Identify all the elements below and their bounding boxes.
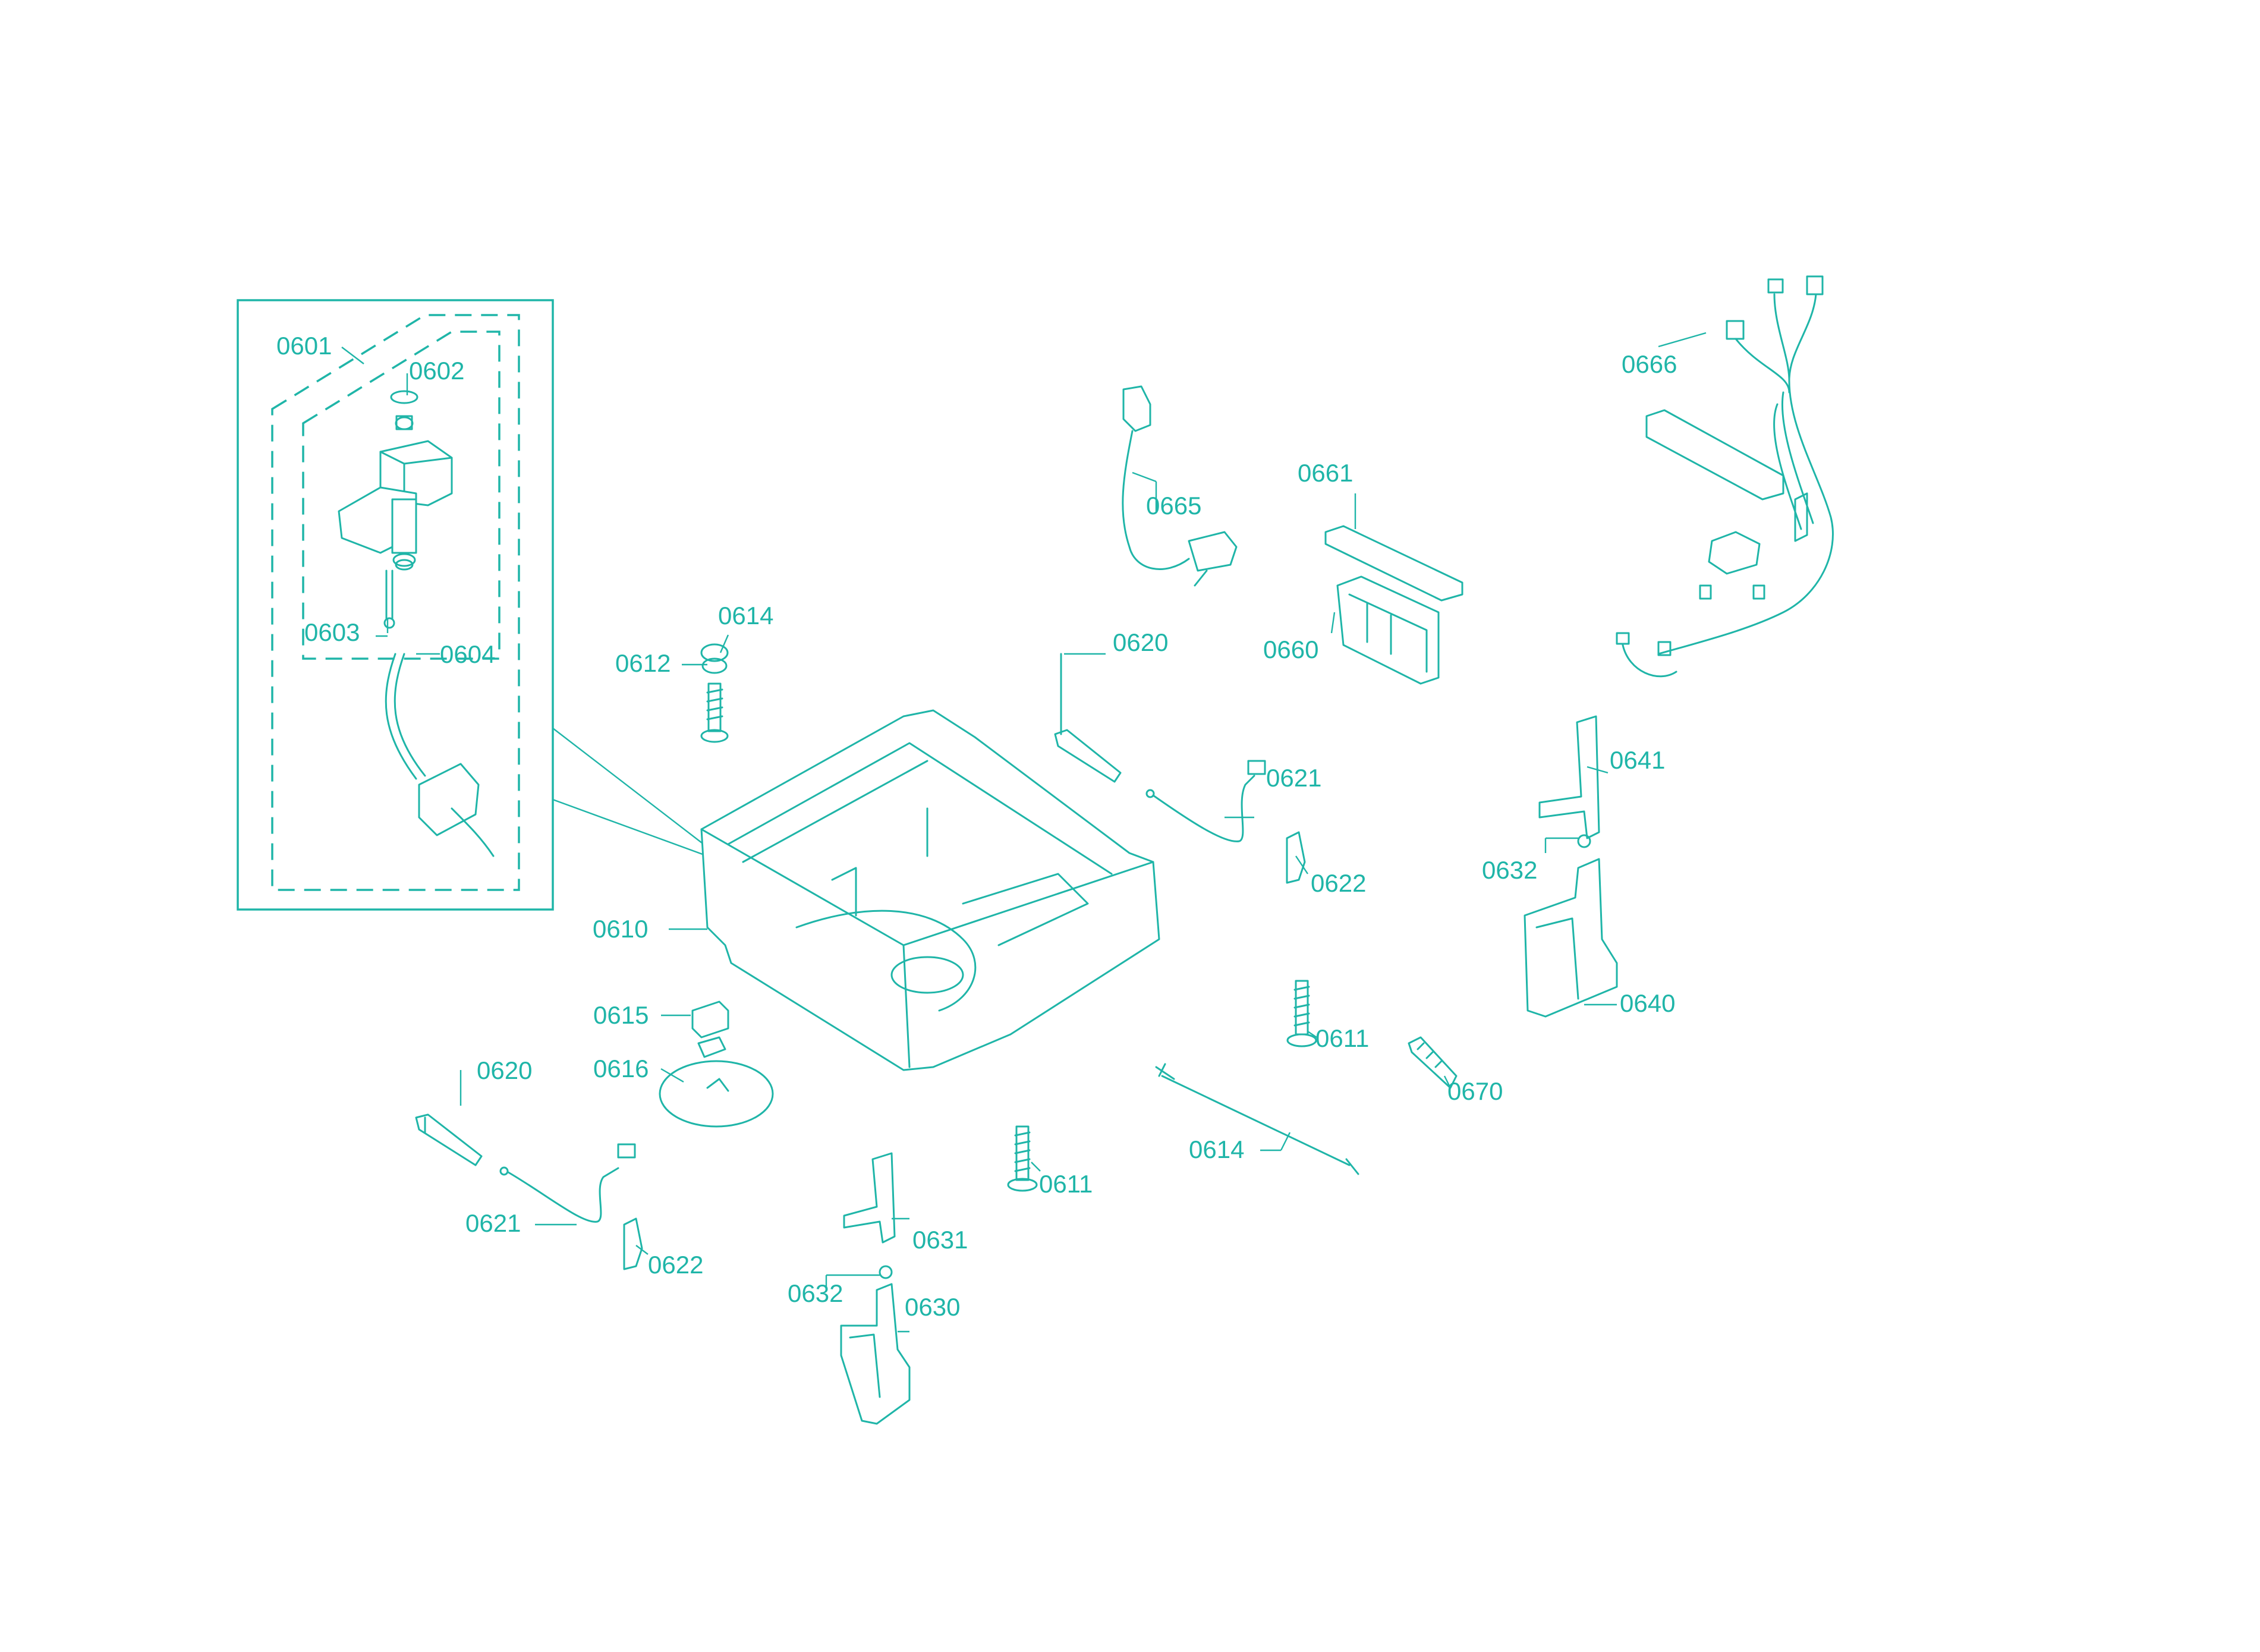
callout-0620-left: 0620 [477,1056,532,1084]
callout-labels: 0601 0602 0603 0604 0610 0611 0611 0612 … [276,332,1677,1321]
callout-0665: 0665 [1146,492,1201,520]
part-0670-rack [1408,1036,1458,1089]
part-0602-cap [390,390,418,430]
callout-0602: 0602 [409,357,464,385]
part-0666-harness [1616,275,1834,678]
part-0610-base [700,709,1160,1071]
callout-0631: 0631 [912,1226,968,1254]
callout-0612: 0612 [615,649,671,677]
part-0611-spring-lower [1007,1125,1038,1192]
part-0632-spring [879,1265,893,1279]
callout-0621-right: 0621 [1266,764,1321,792]
part-0601-valve [338,440,453,629]
part-0621-cable-right [1145,760,1266,842]
part-0620-rail-left [415,1113,483,1166]
part-0632-spring-right [1577,834,1591,848]
part-0622-clip-left [623,1217,643,1270]
callout-0611-upper: 0611 [1315,1024,1369,1052]
callout-0622-right: 0622 [1311,869,1366,897]
part-0615-block [691,1000,729,1058]
part-0665-power-cord [1122,385,1238,587]
callout-0666: 0666 [1622,350,1677,378]
callout-0661: 0661 [1298,459,1353,487]
callout-0670: 0670 [1447,1077,1503,1105]
callout-0632-lower: 0632 [788,1279,843,1307]
part-0612-screw [700,682,729,743]
callout-0603: 0603 [304,618,360,646]
callout-0621-left: 0621 [465,1209,521,1237]
callout-0604: 0604 [440,640,495,668]
callout-0610: 0610 [593,915,648,943]
part-0641-bracket [1538,715,1600,839]
part-0640-hinge [1524,858,1618,1018]
part-0620-rail-right [1054,653,1122,783]
part-0611-spring-upper [1286,980,1317,1047]
callout-0622-left: 0622 [648,1251,703,1279]
callout-0611-lower: 0611 [1039,1170,1093,1198]
callout-0620-right: 0620 [1113,628,1168,656]
callout-0640: 0640 [1620,989,1675,1017]
part-0614-knob [700,643,729,674]
part-0604-hose [385,653,495,857]
part-0661-cover [1324,525,1463,602]
callout-0614-knob: 0614 [718,602,773,630]
callout-0616: 0616 [593,1055,649,1083]
part-0631-bracket [843,1152,896,1244]
inset-detail-box [237,299,708,911]
part-0630-hinge [840,1283,911,1425]
callout-0630: 0630 [905,1293,960,1321]
callout-0660: 0660 [1263,635,1318,663]
callout-0615: 0615 [593,1001,649,1029]
callout-0614-rod: 0614 [1189,1135,1244,1163]
part-0614-rod [1155,1063,1359,1175]
callout-0641: 0641 [1610,746,1665,774]
leader-lines [341,332,1707,1333]
part-0660-housing [1336,575,1440,685]
part-0622-clip-right [1286,831,1306,884]
part-0621-cable-left [499,1143,636,1223]
callout-0601: 0601 [276,332,332,360]
callout-0632-upper: 0632 [1482,856,1537,884]
part-0616-disc [659,1060,774,1128]
